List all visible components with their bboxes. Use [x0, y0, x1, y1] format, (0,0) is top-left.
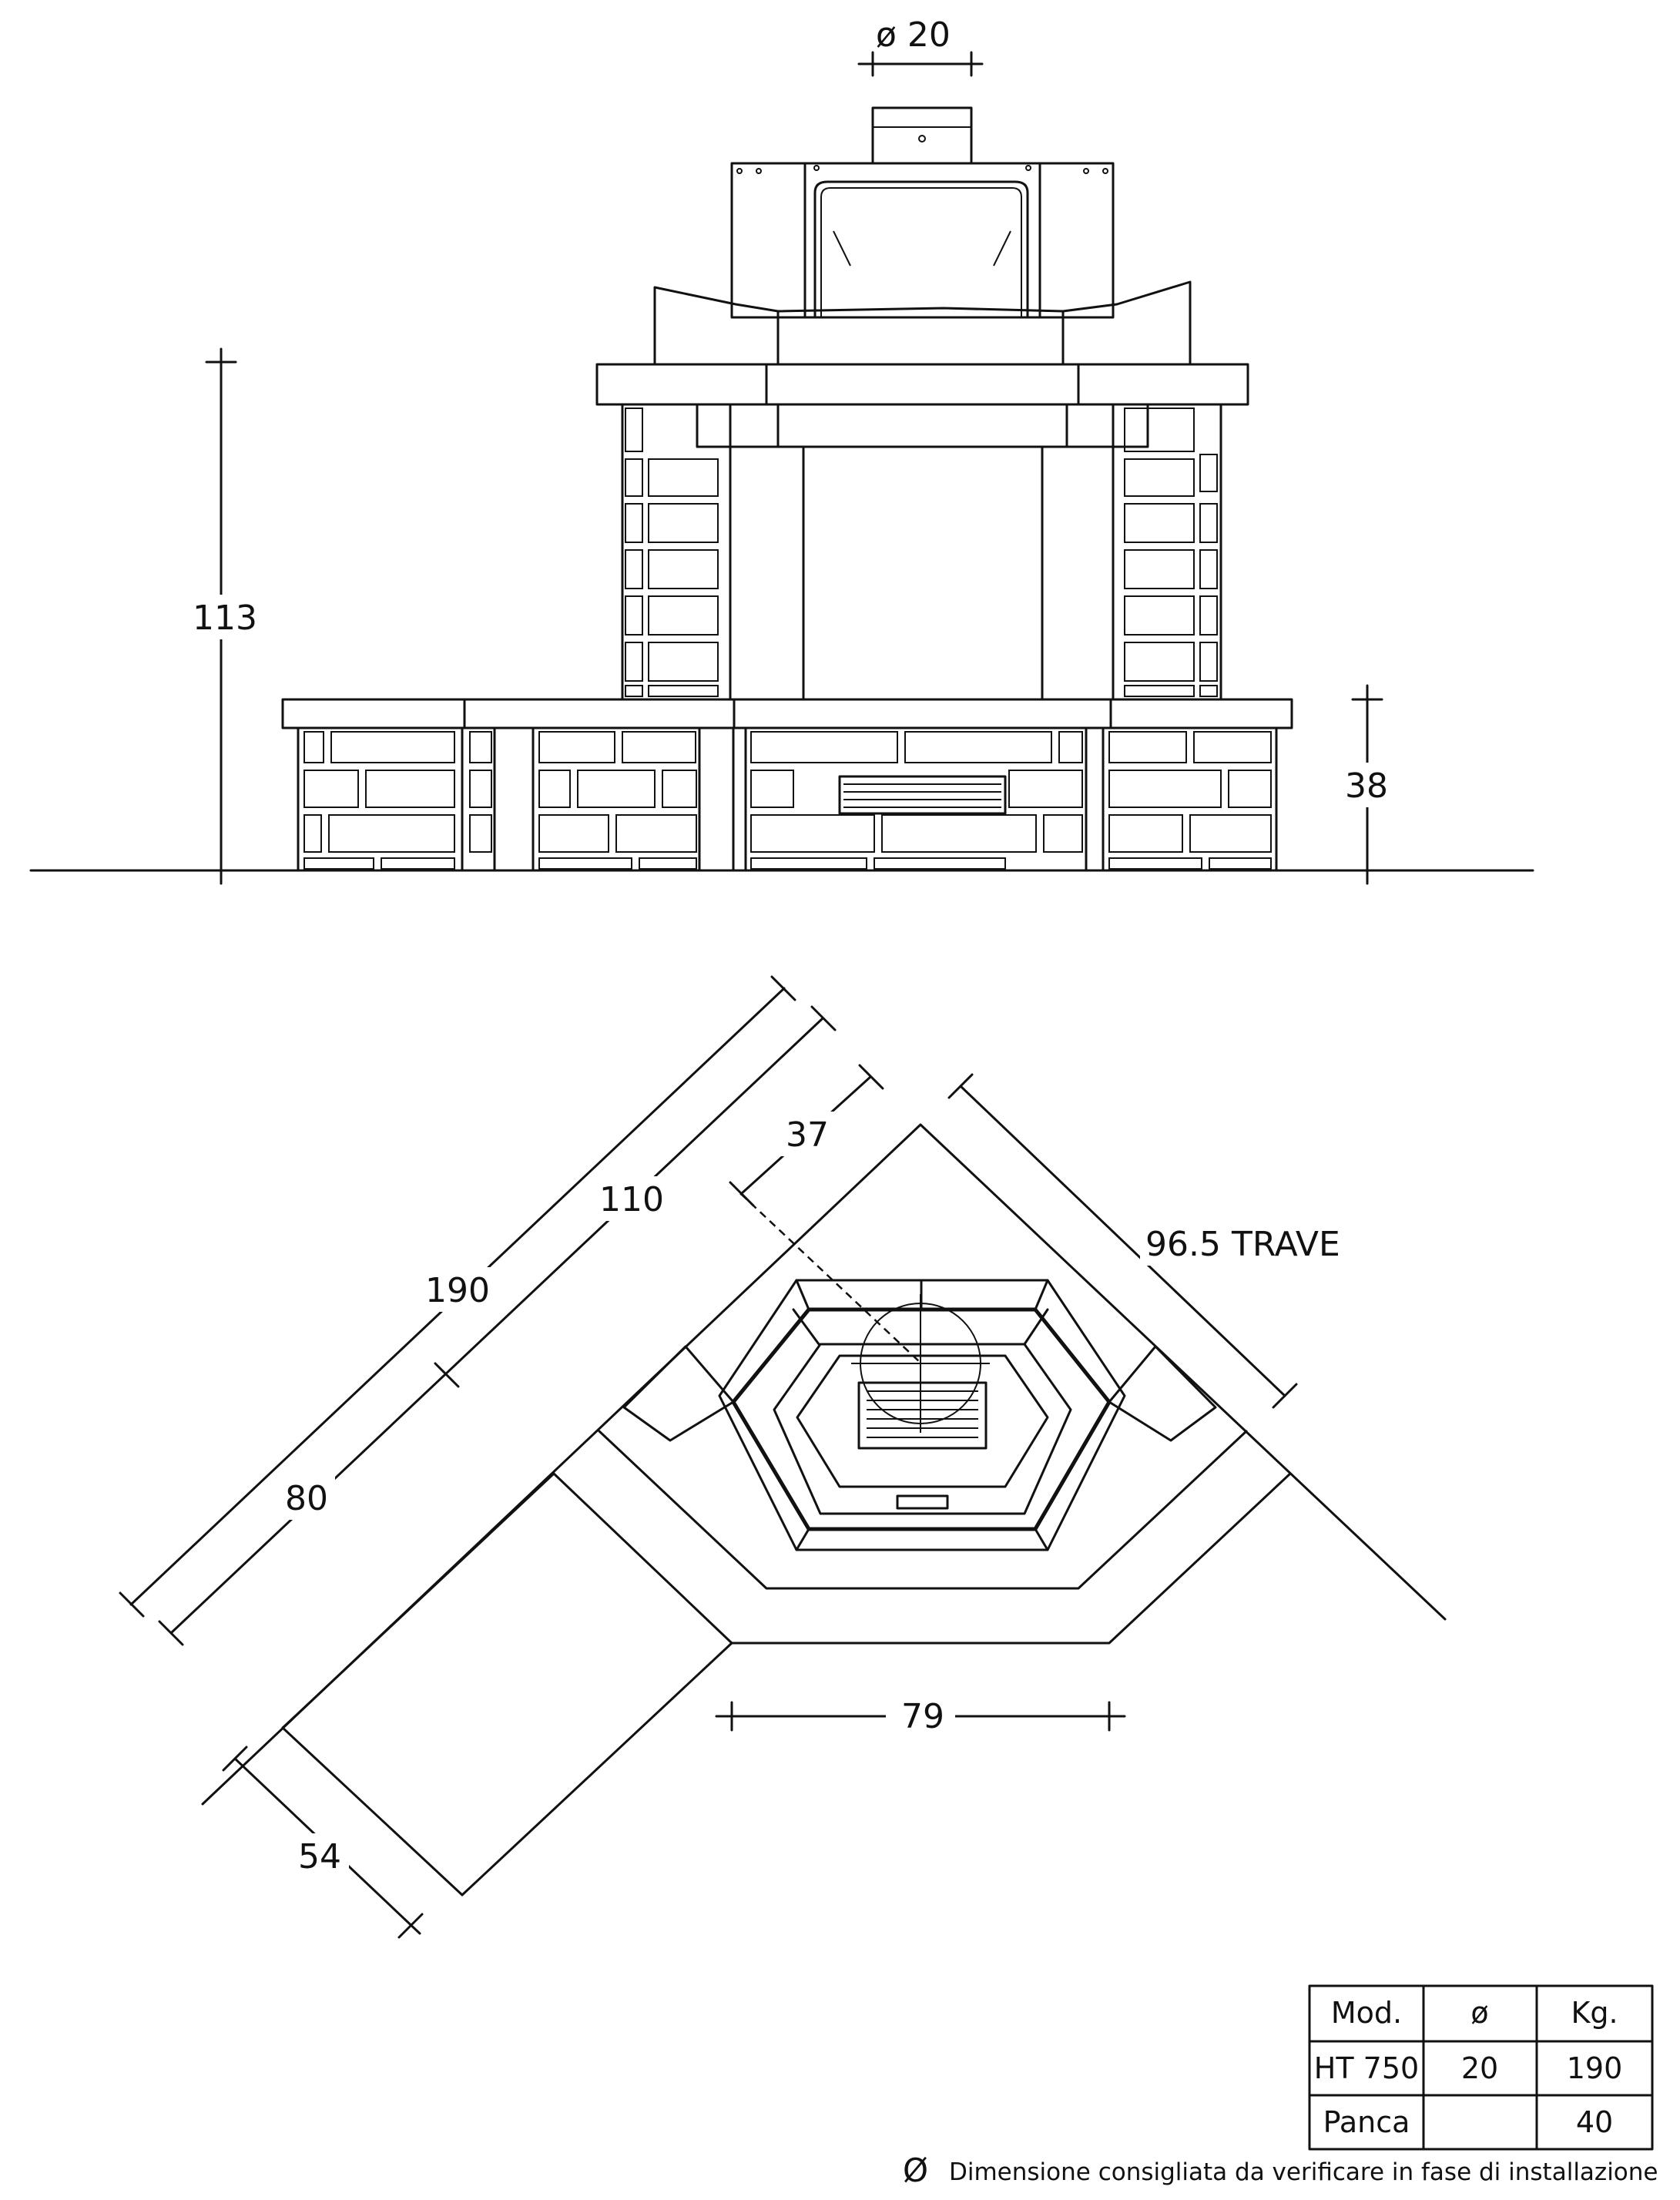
spec-table: Mod. ø Kg. HT 750 20 190 Panca 40 [1308, 1984, 1654, 2151]
dim-bench-height: 38 [1339, 684, 1397, 885]
dim-bench-height-label: 38 [1345, 766, 1388, 806]
table-header-model: Mod. [1331, 1996, 1402, 2030]
dim-flue-label: ø 20 [876, 15, 951, 55]
plan-firebox [718, 1279, 1126, 1551]
table-cell-weight-2: 40 [1576, 2105, 1613, 2139]
plan-view: 190 110 80 37 96.5 TRAVE [119, 975, 1447, 1939]
table-cell-model-1: HT 750 [1314, 2051, 1419, 2085]
bench-top [281, 698, 1293, 729]
table-cell-diameter-1: 20 [1461, 2051, 1498, 2085]
dim-80-label: 80 [285, 1479, 328, 1518]
dim-beam: 96.5 TRAVE [947, 1073, 1363, 1409]
dim-190-label: 190 [425, 1271, 490, 1310]
firebox-opening [729, 445, 1115, 701]
vent-grille [838, 775, 1007, 815]
plan-wings [622, 1345, 1217, 1442]
dim-37: 37 [729, 1064, 884, 1207]
dim-79: 79 [715, 1693, 1126, 1738]
dim-110-label: 110 [599, 1180, 664, 1219]
dim-190: 190 [119, 975, 796, 1618]
table-header-diameter: ø [1470, 1996, 1488, 2030]
dim-beam-label: 96.5 TRAVE [1145, 1225, 1340, 1264]
dim-37-label: 37 [786, 1115, 829, 1155]
dim-110-80: 110 80 [158, 1005, 837, 1646]
bench-base [297, 726, 1278, 872]
plan-depth-dash [740, 1193, 922, 1364]
dim-54: 54 [222, 1746, 424, 1939]
dim-flue-diameter: ø 20 [857, 15, 984, 77]
table-header-weight: Kg. [1571, 1996, 1618, 2030]
table-cell-weight-1: 190 [1567, 2051, 1623, 2085]
flue-pipe [871, 106, 973, 165]
dim-79-label: 79 [901, 1697, 944, 1736]
front-elevation: ø 20 113 38 [29, 15, 1534, 885]
left-pillar [621, 403, 732, 701]
footnote-text: Dimensione consigliata da verificare in … [949, 2158, 1658, 2186]
hood [730, 162, 1115, 319]
cornice-band [653, 280, 1192, 366]
footnote: Ø Dimensione consigliata da verificare i… [903, 2151, 1658, 2189]
footnote-symbol: Ø [903, 2151, 928, 2189]
table-cell-model-2: Panca [1323, 2105, 1410, 2139]
right-pillar [1112, 403, 1222, 701]
dim-54-label: 54 [298, 1837, 341, 1876]
dim-total-height-label: 113 [193, 599, 257, 638]
dim-total-height: 113 [185, 347, 258, 885]
